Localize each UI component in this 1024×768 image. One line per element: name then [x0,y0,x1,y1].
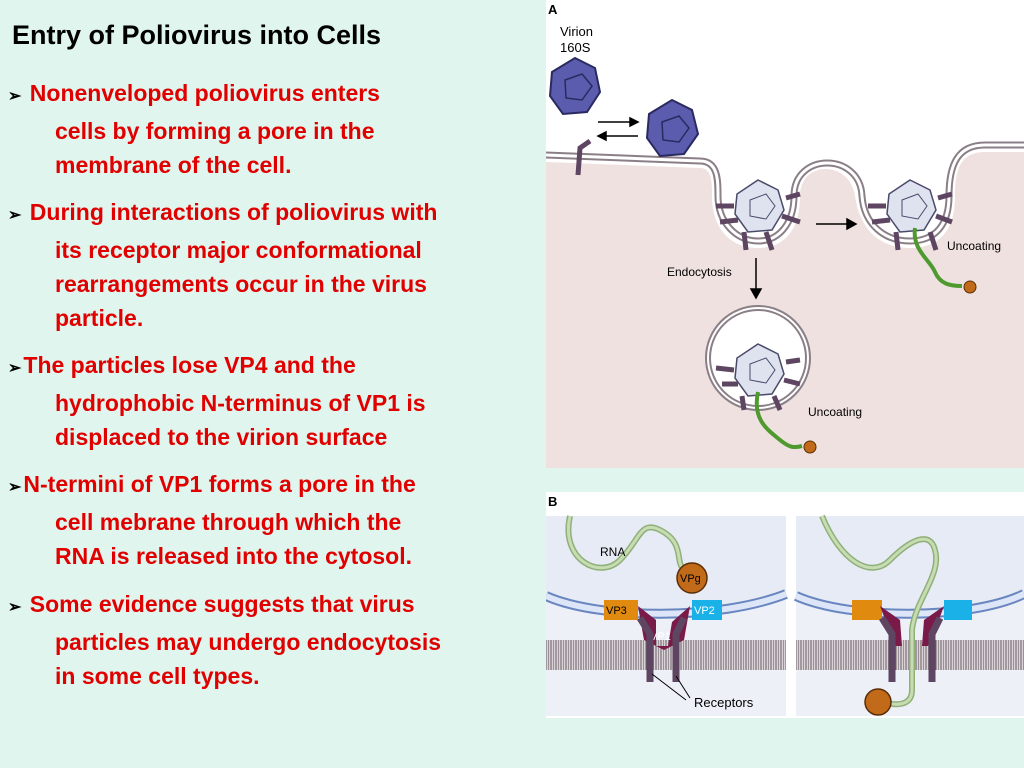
vp2-block-right [944,600,972,620]
panel-b: B RNA VPg VP3 VP2 VP1 [546,492,1024,718]
binding-arrows [596,116,640,142]
bullet-arrow-icon: ➢ [8,207,22,224]
vp2-label: VP2 [694,605,715,617]
bullet-text-line: The particles lose VP4 and the [23,352,356,378]
bullet-text-line: particles may undergo endocytosis [55,629,442,655]
vpg-label: VPg [680,573,701,585]
receptor-pair-right [879,616,944,682]
bullet-text-line: rearrangements occur in the virus [55,271,427,297]
virion-label: Virion [560,24,593,39]
bullet-text-line: its receptor major conformational [55,237,422,263]
bullet-text-line: Some evidence suggests that virus [29,591,415,617]
poliovirus-entry-diagram: A Virion 160S [546,0,1024,718]
free-receptor [575,138,592,176]
vp3-block-right [852,600,882,620]
bullet-text-line: cells by forming a pore in the [55,118,375,144]
receptor-pair-left [637,616,688,682]
panel-a-label: A [548,2,558,17]
bullet-text-line: in some cell types. [55,663,260,689]
endosome-vesicle [705,305,817,454]
uncoating-virion-top [868,179,977,294]
bullet-text-line: membrane of the cell. [55,152,292,178]
panel-b-label: B [548,494,557,509]
uncoating-label-top: Uncoating [947,239,1001,253]
receptors-label: Receptors [694,695,754,710]
panel-b-left: RNA VPg VP3 VP2 VP1 Receptors [546,515,788,716]
vp3-label: VP3 [606,605,627,617]
bullet-item: ➢The particles lose VP4 and the hydropho… [8,348,548,454]
bullet-arrow-icon: ➢ [8,360,22,377]
uncoating-label-bottom: Uncoating [808,405,862,419]
slide-title: Entry of Poliovirus into Cells [12,20,382,50]
bullet-text-line: N-termini of VP1 forms a pore in the [23,471,416,497]
vp1-label: VP1 [650,631,671,643]
panel-a: A Virion 160S [546,0,1024,468]
bullet-text-line: RNA is released into the cytosol. [55,543,413,569]
panel-b-right [793,514,1024,716]
rna-label: RNA [600,545,625,559]
process-arrows [749,217,858,300]
bullet-text-line: hydrophobic N-terminus of VP1 is [55,390,426,416]
bullet-text-line: During interactions of poliovirus with [29,199,438,225]
bullet-item: ➢ Some evidence suggests that virus part… [8,587,548,693]
bullet-text-line: particle. [55,305,144,331]
text-panel: Entry of Poliovirus into Cells ➢ Nonenve… [8,0,548,768]
free-virion-icon [548,56,602,116]
bullet-arrow-icon: ➢ [8,479,22,496]
bullet-text-line: displaced to the virion surface [55,424,388,450]
bullet-item: ➢ During interactions of poliovirus with… [8,195,548,335]
virion-size-label: 160S [560,40,591,55]
released-vpg-icon [864,688,892,716]
vp3-block [604,600,638,620]
bullet-text-line: cell mebrane through which the [55,509,402,535]
receptor-pointer-lines [651,673,691,701]
endocytosis-label: Endocytosis [667,265,732,279]
vpg-icon [676,562,708,594]
attached-virion-icon [645,98,700,158]
bullet-item: ➢N-termini of VP1 forms a pore in the ce… [8,467,548,573]
bullet-text-line: Nonenveloped poliovirus enters [29,80,380,106]
bullet-item: ➢ Nonenveloped poliovirus enters cells b… [8,76,548,182]
bullet-arrow-icon: ➢ [8,88,22,105]
bullet-arrow-icon: ➢ [8,599,22,616]
vp2-block [692,600,722,620]
receptor-bound-virion [716,179,801,251]
